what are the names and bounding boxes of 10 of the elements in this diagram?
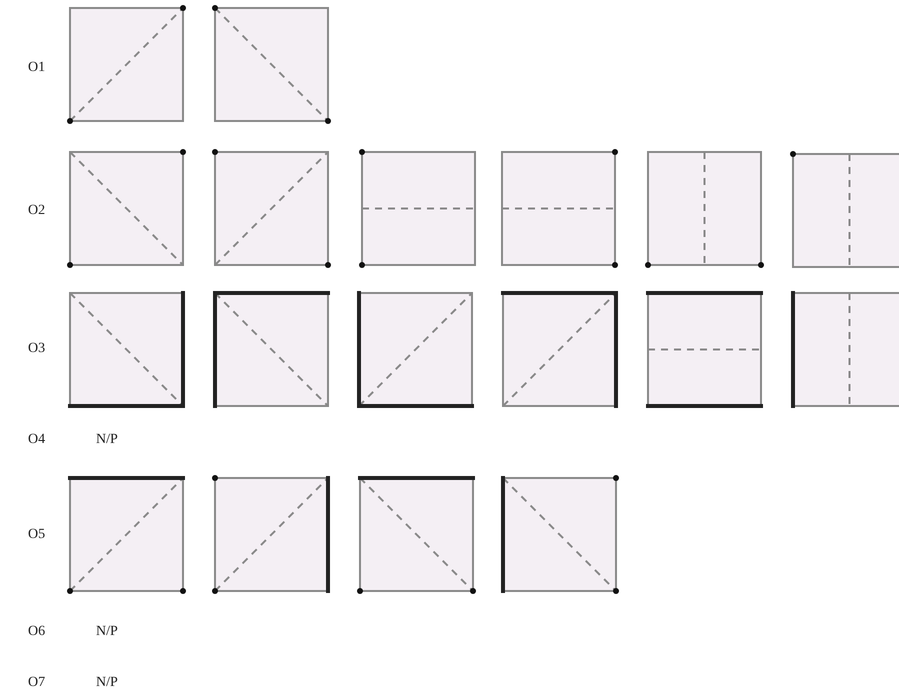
status-text: N/P: [96, 624, 118, 640]
row-label: O7: [28, 675, 46, 691]
status-text: N/P: [96, 432, 118, 448]
row-label: O6: [28, 624, 46, 640]
row-label: O3: [28, 341, 46, 357]
status-text: N/P: [96, 675, 118, 691]
row-label: O5: [28, 527, 46, 543]
row-label: O1: [28, 60, 46, 76]
row-label: O4: [28, 432, 46, 448]
row-label: O2: [28, 203, 46, 219]
